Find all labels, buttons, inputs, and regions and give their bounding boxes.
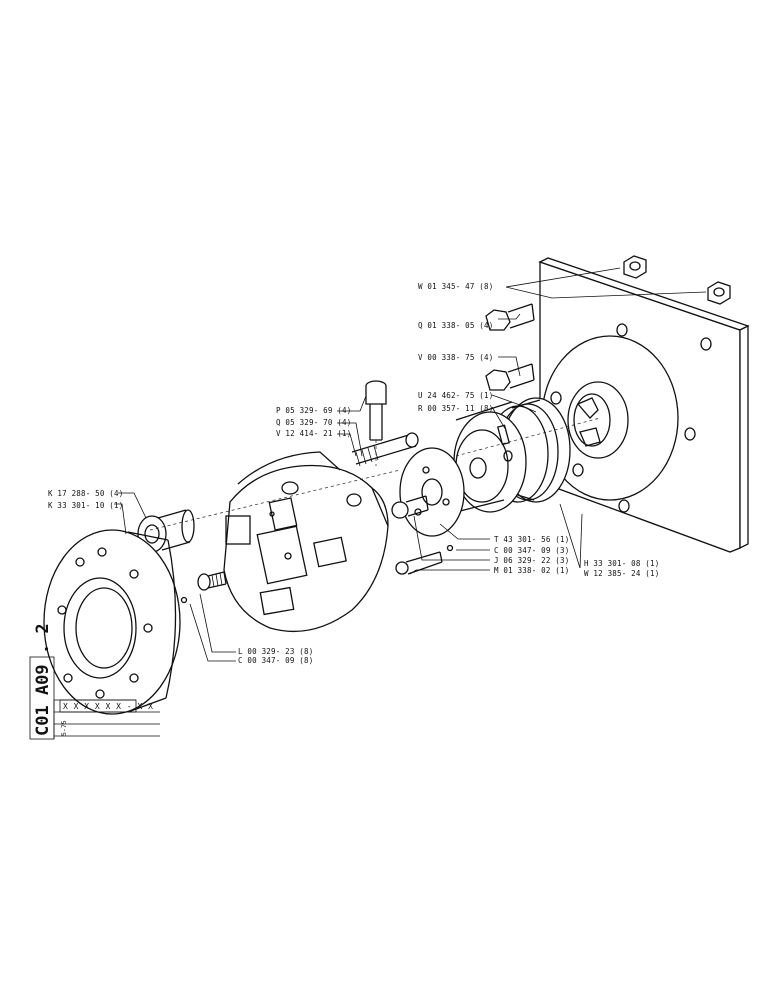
mounting-plate xyxy=(538,257,750,553)
title-block: C01 A09 . 2 X X X X X X - X X 5-75 xyxy=(29,623,160,740)
hex-nut-1 xyxy=(623,255,647,279)
washer-small xyxy=(446,544,454,552)
cap-screw-vertical xyxy=(365,380,387,441)
label-c00347-a: C 00 347- 09 (3) xyxy=(494,546,569,555)
label-t43301: T 43 301- 56 (1) xyxy=(494,535,569,544)
hex-bolt-lower xyxy=(485,363,535,391)
label-l00329: L 00 329- 23 (8) xyxy=(238,647,313,656)
label-m01338: M 01 338- 02 (1) xyxy=(494,566,569,575)
part-labels: W 01 345- 47 (8) Q 01 338- 05 (4) V 00 3… xyxy=(48,282,659,665)
washer-lower xyxy=(180,596,188,604)
label-v12414: V 12 414- 21 (1) xyxy=(276,429,351,438)
label-w12385: W 12 385- 24 (1) xyxy=(584,569,659,578)
pulley-hub xyxy=(453,397,571,513)
hex-nut-2 xyxy=(707,281,731,305)
label-r00357: R 00 357- 11 (8) xyxy=(418,404,493,413)
horizontal-pin xyxy=(351,432,419,467)
label-u24462: U 24 462- 75 (1) xyxy=(418,391,493,400)
large-flange xyxy=(43,529,181,715)
part-code: X X X X X X - X X xyxy=(63,702,153,711)
flange-disc xyxy=(399,447,465,537)
screw-small-b xyxy=(395,551,443,575)
label-k33301: K 33 301- 10 (1) xyxy=(48,501,123,510)
label-k17288: K 17 288- 50 (4) xyxy=(48,489,123,498)
reference-number: C01 A09 . 2 xyxy=(33,623,53,736)
revision-date: 5-75 xyxy=(60,720,68,736)
label-j06329: J 06 329- 22 (3) xyxy=(494,556,569,565)
screw-small-a xyxy=(391,495,429,519)
label-c00347-b: C 00 347- 09 (8) xyxy=(238,656,313,665)
coupling-element xyxy=(223,451,389,633)
label-p05329: P 05 329- 69 (4) xyxy=(276,406,351,415)
label-q01338: Q 01 338- 05 (4) xyxy=(418,321,493,330)
leader-lines xyxy=(114,267,707,662)
label-q05329: Q 05 329- 70 (4) xyxy=(276,418,351,427)
label-h33301: H 33 301- 08 (1) xyxy=(584,559,659,568)
hex-bolt-upper xyxy=(485,303,535,331)
screw-lower xyxy=(197,571,227,591)
label-v00338: V 00 338- 75 (4) xyxy=(418,353,493,362)
label-w01345: W 01 345- 47 (8) xyxy=(418,282,493,291)
